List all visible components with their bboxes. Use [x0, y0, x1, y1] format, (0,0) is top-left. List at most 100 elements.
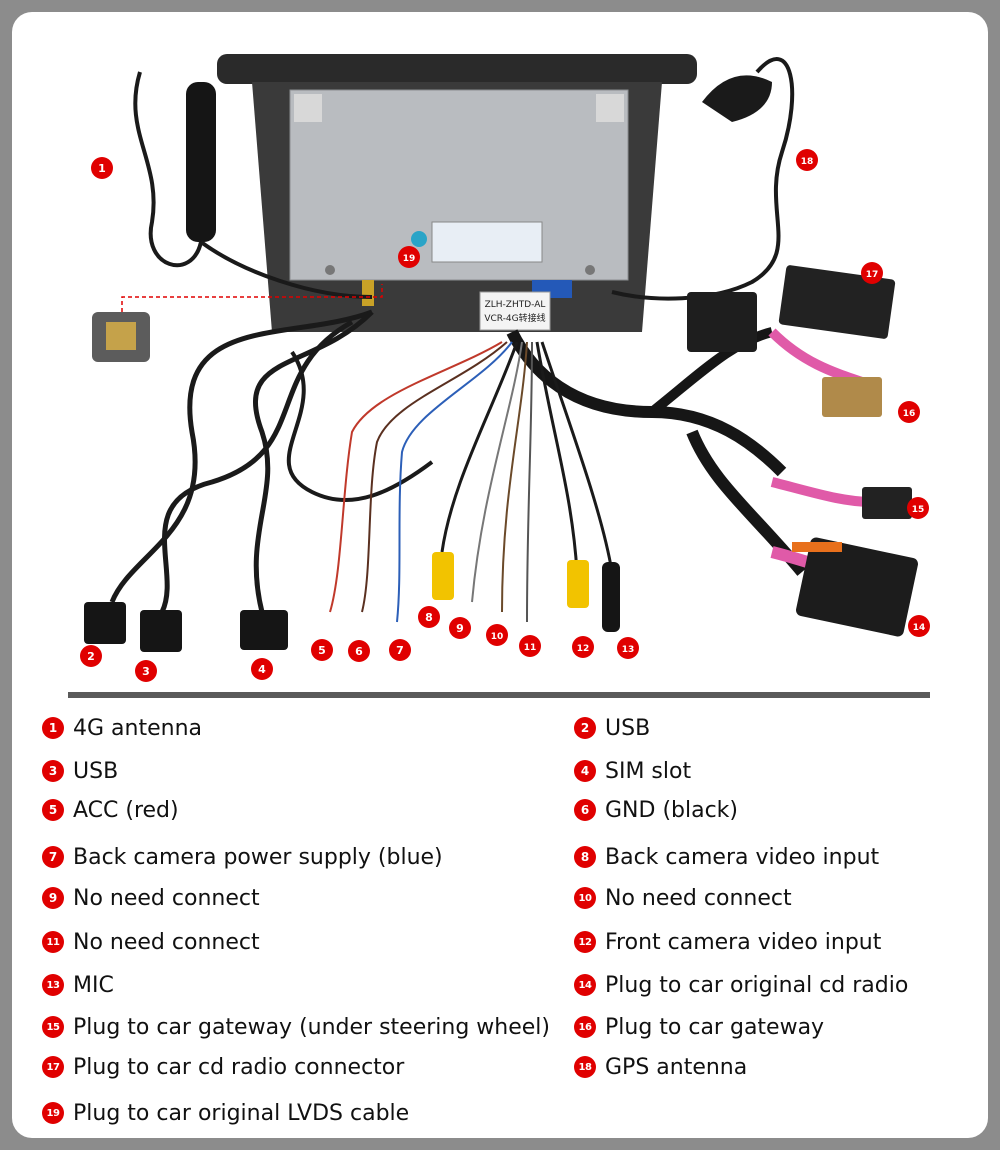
callout-7-label: 7 — [396, 644, 404, 657]
badge-icon: 9 — [42, 887, 64, 909]
callout-11: 11 — [519, 635, 541, 657]
callout-12-label: 12 — [577, 644, 590, 654]
callout-15: 15 — [907, 497, 929, 519]
legend-item-19: 19 Plug to car original LVDS cable — [42, 1098, 409, 1128]
badge-icon: 4 — [574, 760, 596, 782]
callout-7: 7 — [389, 639, 411, 661]
badge-icon: 14 — [574, 974, 596, 996]
callout-13: 13 — [617, 637, 639, 659]
legend-label: ACC (red) — [73, 797, 179, 823]
callout-6: 6 — [348, 640, 370, 662]
badge-icon: 15 — [42, 1016, 64, 1038]
legend-item-12: 12 Front camera video input — [574, 927, 881, 957]
callout-18-label: 18 — [801, 157, 814, 167]
rca-plug-icon — [432, 552, 454, 600]
legend-item-9: 9 No need connect — [42, 883, 260, 913]
badge-icon: 18 — [574, 1056, 596, 1078]
badge-icon: 13 — [42, 974, 64, 996]
harness-label: ZLH-ZHTD-AL VCR-4G转接线 — [479, 291, 551, 331]
legend-label: USB — [73, 758, 119, 784]
legend-item-14: 14 Plug to car original cd radio — [574, 970, 908, 1000]
callout-16-label: 16 — [903, 409, 916, 419]
legend-label: No need connect — [605, 885, 792, 911]
badge-icon: 5 — [42, 799, 64, 821]
callout-2: 2 — [80, 645, 102, 667]
main-harness — [506, 327, 807, 576]
callout-17-label: 17 — [866, 270, 879, 280]
badge-icon: 2 — [574, 717, 596, 739]
legend-label: MIC — [73, 972, 114, 998]
legend-label: Plug to car cd radio connector — [73, 1054, 405, 1080]
legend-label: SIM slot — [605, 758, 692, 784]
legend-item-6: 6 GND (black) — [574, 795, 738, 825]
product-card: ZLH-ZHTD-AL VCR-4G转接线 — [12, 12, 988, 1138]
callout-17: 17 — [861, 262, 883, 284]
callout-14: 14 — [908, 615, 930, 637]
legend-label: Back camera video input — [605, 844, 880, 870]
badge-icon: 3 — [42, 760, 64, 782]
callout-3: 3 — [135, 660, 157, 682]
callout-9-label: 9 — [456, 622, 464, 635]
callout-18: 18 — [796, 149, 818, 171]
usb-cables — [84, 309, 434, 652]
usb-plug-icon — [84, 602, 126, 644]
legend-item-2: 2 USB — [574, 713, 650, 743]
callout-16: 16 — [898, 401, 920, 423]
harness-label-line1: ZLH-ZHTD-AL — [485, 300, 546, 310]
legend-item-7: 7 Back camera power supply (blue) — [42, 842, 443, 872]
callout-15-label: 15 — [912, 505, 925, 515]
callout-6-label: 6 — [355, 645, 363, 658]
signal-wires — [329, 341, 620, 632]
badge-icon: 11 — [42, 931, 64, 953]
callout-9: 9 — [449, 617, 471, 639]
usb-plug-icon — [140, 610, 182, 652]
legend-label: 4G antenna — [73, 715, 202, 741]
legend-item-18: 18 GPS antenna — [574, 1052, 747, 1082]
legend-item-10: 10 No need connect — [574, 883, 792, 913]
legend-item-17: 17 Plug to car cd radio connector — [42, 1052, 404, 1082]
legend-label: GPS antenna — [605, 1054, 748, 1080]
callout-4: 4 — [251, 658, 273, 680]
legend-item-1: 1 4G antenna — [42, 713, 202, 743]
legend-label: Plug to car original LVDS cable — [73, 1100, 410, 1126]
callout-1-label: 1 — [98, 162, 106, 175]
legend-label: Back camera power supply (blue) — [73, 844, 443, 870]
callout-3-label: 3 — [142, 665, 150, 678]
callout-2-label: 2 — [87, 650, 95, 663]
legend-item-15: 15 Plug to car gateway (under steering w… — [42, 1012, 550, 1042]
legend-label: No need connect — [73, 929, 260, 955]
callout-5-label: 5 — [318, 644, 326, 657]
legend-item-13: 13 MIC — [42, 970, 114, 1000]
car-connectors — [687, 265, 918, 637]
callout-10-label: 10 — [491, 632, 504, 642]
legend-item-11: 11 No need connect — [42, 927, 260, 957]
legend-label: Plug to car gateway (under steering whee… — [73, 1014, 550, 1040]
section-divider — [68, 692, 930, 698]
callout-8: 8 — [418, 606, 440, 628]
mic-plug — [602, 562, 620, 632]
callout-11-label: 11 — [524, 643, 537, 653]
badge-icon: 16 — [574, 1016, 596, 1038]
badge-icon: 8 — [574, 846, 596, 868]
wiring-diagram: ZLH-ZHTD-AL VCR-4G转接线 — [80, 54, 930, 682]
badge-icon: 19 — [42, 1102, 64, 1124]
callout-1: 1 — [91, 157, 113, 179]
callout-19: 19 — [398, 246, 420, 268]
legend-item-5: 5 ACC (red) — [42, 795, 179, 825]
badge-icon: 1 — [42, 717, 64, 739]
legend-label: Plug to car gateway — [605, 1014, 825, 1040]
legend-label: No need connect — [73, 885, 260, 911]
head-unit — [217, 54, 697, 332]
callout-12: 12 — [572, 636, 594, 658]
badge-icon: 6 — [574, 799, 596, 821]
legend-item-8: 8 Back camera video input — [574, 842, 879, 872]
rca-plug-icon — [567, 560, 589, 608]
badge-icon: 10 — [574, 887, 596, 909]
callout-14-label: 14 — [913, 623, 926, 633]
callout-13-label: 13 — [622, 645, 635, 655]
badge-icon: 12 — [574, 931, 596, 953]
legend-item-3: 3 USB — [42, 756, 118, 786]
callout-8-label: 8 — [425, 611, 433, 624]
callout-5: 5 — [311, 639, 333, 661]
badge-icon: 17 — [42, 1056, 64, 1078]
